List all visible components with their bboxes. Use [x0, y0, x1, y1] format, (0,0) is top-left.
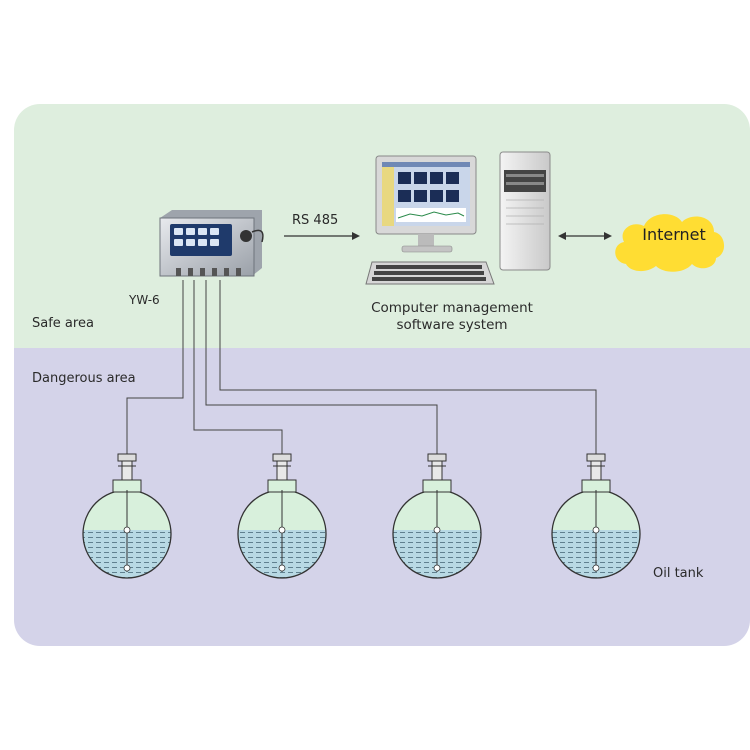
cable-tank-1 — [126, 280, 184, 458]
pc-tower-icon — [499, 151, 551, 271]
keyboard-icon — [365, 261, 495, 285]
safe-area-label: Safe area — [32, 316, 94, 331]
internet-label: Internet — [642, 225, 706, 244]
cable-tank-3 — [205, 280, 438, 458]
controller-label: YW-6 — [129, 293, 160, 307]
oil-tank-label: Oil tank — [653, 566, 704, 581]
yw6-controller-icon — [159, 210, 264, 277]
dangerous-area-label: Dangerous area — [32, 371, 136, 386]
oil-tank-icon — [392, 453, 482, 579]
rs485-arrow — [284, 232, 360, 240]
internet-cloud-icon — [615, 214, 725, 272]
sensor-cables — [126, 280, 597, 458]
oil-tank-icon — [551, 453, 641, 579]
computer-monitor-icon — [375, 155, 477, 253]
computer-system-label: Computer management software system — [371, 300, 533, 333]
oil-tanks — [82, 453, 641, 579]
cable-tank-4 — [219, 280, 597, 458]
rs485-label: RS 485 — [292, 213, 339, 228]
oil-tank-icon — [82, 453, 172, 579]
oil-tank-icon — [237, 453, 327, 579]
cable-tank-2 — [193, 280, 283, 458]
internet-link-arrow — [558, 232, 612, 240]
